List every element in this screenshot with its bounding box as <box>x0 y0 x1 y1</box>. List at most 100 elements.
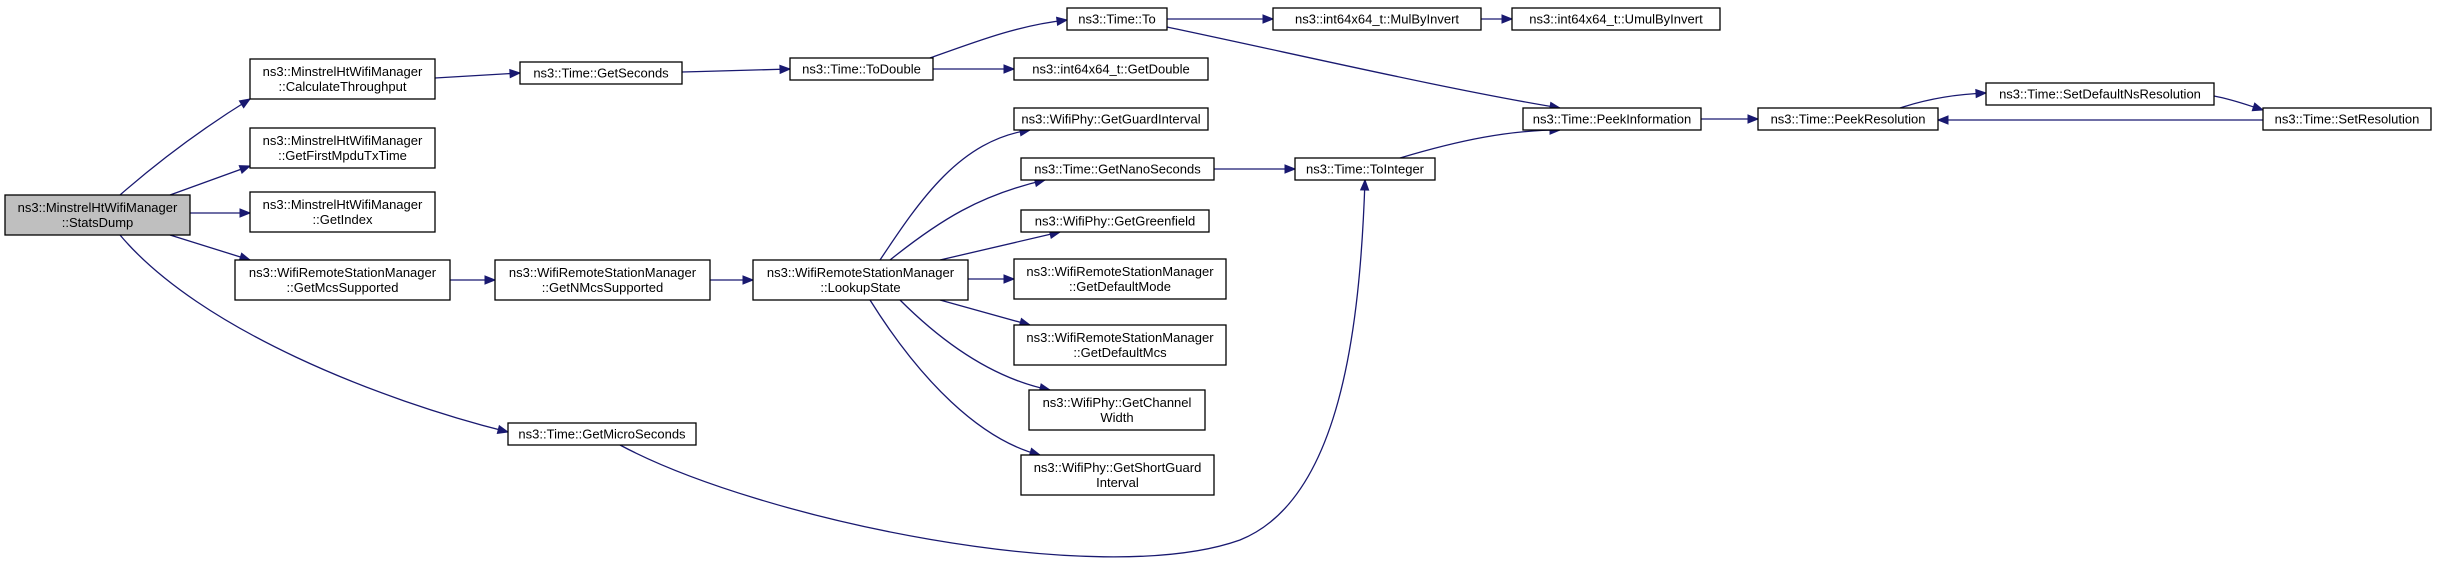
arrow-head <box>779 64 792 75</box>
node-box[interactable] <box>1294 157 1436 181</box>
edge-get_nanoseconds-to-to_integer <box>1214 164 1297 174</box>
edge-stats_dump-to-calc_throughput <box>119 98 252 196</box>
node-label: ns3::MinstrelHtWifiManager <box>18 200 178 215</box>
edge-line <box>939 231 1061 261</box>
node-get-nmcs-supported[interactable]: ns3::WifiRemoteStationManager::GetNMcsSu… <box>494 259 711 301</box>
node-label: ns3::Time::To <box>1078 12 1156 27</box>
edge-calc_throughput-to-get_seconds <box>434 68 522 79</box>
node-peek-information[interactable]: ns3::Time::PeekInformation <box>1522 107 1702 131</box>
edge-line <box>434 72 521 79</box>
edge-time_to-to-mul_by_invert <box>1167 14 1275 24</box>
node-set-resolution[interactable]: ns3::Time::SetResolution <box>2262 107 2432 131</box>
arrow-head <box>1262 14 1275 24</box>
node-peek-resolution[interactable]: ns3::Time::PeekResolution <box>1757 107 1939 131</box>
node-get-mcs-supported[interactable]: ns3::WifiRemoteStationManager::GetMcsSup… <box>234 259 451 301</box>
node-calc-throughput[interactable]: ns3::MinstrelHtWifiManager::CalculateThr… <box>249 58 436 100</box>
node-box[interactable] <box>1020 454 1215 496</box>
edge-stats_dump-to-get_microseconds <box>119 234 510 434</box>
node-box[interactable] <box>1757 107 1939 131</box>
node-box[interactable] <box>2262 107 2432 131</box>
node-box[interactable] <box>1522 107 1702 131</box>
node-set-default-ns[interactable]: ns3::Time::SetDefaultNsResolution <box>1985 82 2215 106</box>
node-label: ns3::Time::ToDouble <box>802 62 921 77</box>
arrow-head <box>2251 102 2265 112</box>
node-label: ns3::MinstrelHtWifiManager <box>263 64 423 79</box>
node-get-default-mcs[interactable]: ns3::WifiRemoteStationManager::GetDefaul… <box>1013 324 1227 366</box>
edge-peek_resolution-to-set_default_ns <box>1899 88 1988 109</box>
edge-line <box>1166 26 1561 109</box>
node-box[interactable] <box>1272 7 1482 31</box>
node-stats-dump[interactable]: ns3::MinstrelHtWifiManager::StatsDump <box>4 194 191 236</box>
node-box[interactable] <box>1985 82 2215 106</box>
node-get-double[interactable]: ns3::int64x64_t::GetDouble <box>1013 57 1209 81</box>
node-box[interactable] <box>789 57 934 81</box>
node-label: Width <box>1100 410 1133 425</box>
node-box[interactable] <box>1013 258 1227 300</box>
node-to-double[interactable]: ns3::Time::ToDouble <box>789 57 934 81</box>
node-box[interactable] <box>752 259 969 301</box>
node-box[interactable] <box>1013 324 1227 366</box>
arrow-head <box>1284 164 1297 174</box>
edge-line <box>1899 92 1987 109</box>
node-label: ns3::Time::SetResolution <box>2275 112 2420 127</box>
node-box[interactable] <box>1066 7 1168 31</box>
node-box[interactable] <box>1020 209 1210 233</box>
node-box[interactable] <box>519 61 683 85</box>
node-label: ns3::int64x64_t::UmulByInvert <box>1529 12 1703 27</box>
arrow-head <box>496 424 510 434</box>
node-box[interactable] <box>494 259 711 301</box>
node-get-default-mode[interactable]: ns3::WifiRemoteStationManager::GetDefaul… <box>1013 258 1227 300</box>
node-lookup-state[interactable]: ns3::WifiRemoteStationManager::LookupSta… <box>752 259 969 301</box>
edge-line <box>879 129 1031 261</box>
arrow-head <box>238 98 252 109</box>
node-box[interactable] <box>1511 7 1721 31</box>
edge-time_to-to-peek_information <box>1166 26 1562 111</box>
node-label: ::LookupState <box>820 280 900 295</box>
node-box[interactable] <box>249 58 436 100</box>
node-box[interactable] <box>1028 389 1206 431</box>
node-label: ns3::Time::SetDefaultNsResolution <box>1999 87 2201 102</box>
node-label: ::GetNMcsSupported <box>542 280 663 295</box>
node-get-index[interactable]: ns3::MinstrelHtWifiManager::GetIndex <box>249 191 436 233</box>
node-label: ns3::WifiRemoteStationManager <box>509 265 697 280</box>
node-umul-by-invert[interactable]: ns3::int64x64_t::UmulByInvert <box>1511 7 1721 31</box>
node-label: ns3::Time::PeekInformation <box>1533 112 1691 127</box>
node-mul-by-invert[interactable]: ns3::int64x64_t::MulByInvert <box>1272 7 1482 31</box>
node-box[interactable] <box>249 191 436 233</box>
node-time-to[interactable]: ns3::Time::To <box>1066 7 1168 31</box>
node-box[interactable] <box>1020 157 1215 181</box>
edge-line <box>169 234 251 261</box>
node-label: ::GetDefaultMode <box>1069 279 1171 294</box>
node-label: ns3::Time::GetSeconds <box>533 66 669 81</box>
node-get-nanoseconds[interactable]: ns3::Time::GetNanoSeconds <box>1020 157 1215 181</box>
node-get-microseconds[interactable]: ns3::Time::GetMicroSeconds <box>507 422 697 446</box>
arrow-head <box>1003 64 1016 74</box>
arrow-head <box>1501 14 1514 24</box>
node-box[interactable] <box>4 194 191 236</box>
node-box[interactable] <box>507 422 697 446</box>
node-to-integer[interactable]: ns3::Time::ToInteger <box>1294 157 1436 181</box>
node-label: ns3::WifiPhy::GetShortGuard <box>1034 460 1202 475</box>
arrow-head <box>1003 274 1016 284</box>
node-label: ns3::int64x64_t::GetDouble <box>1032 62 1190 77</box>
node-first-mpdu[interactable]: ns3::MinstrelHtWifiManager::GetFirstMpdu… <box>249 127 436 169</box>
node-label: ns3::WifiRemoteStationManager <box>1026 264 1214 279</box>
node-get-guard-interval[interactable]: ns3::WifiPhy::GetGuardInterval <box>1013 107 1209 131</box>
edge-line <box>681 68 791 73</box>
node-label: ns3::Time::ToInteger <box>1306 162 1425 177</box>
node-get-greenfield[interactable]: ns3::WifiPhy::GetGreenfield <box>1020 209 1210 233</box>
node-label: ns3::MinstrelHtWifiManager <box>263 197 423 212</box>
edge-line <box>169 165 251 196</box>
arrow-head <box>509 68 522 79</box>
edge-line <box>119 234 509 433</box>
node-box[interactable] <box>1013 57 1209 81</box>
node-get-seconds[interactable]: ns3::Time::GetSeconds <box>519 61 683 85</box>
node-box[interactable] <box>1013 107 1209 131</box>
node-label: ns3::WifiRemoteStationManager <box>1026 330 1214 345</box>
node-label: ns3::MinstrelHtWifiManager <box>263 133 423 148</box>
node-box[interactable] <box>234 259 451 301</box>
node-box[interactable] <box>249 127 436 169</box>
